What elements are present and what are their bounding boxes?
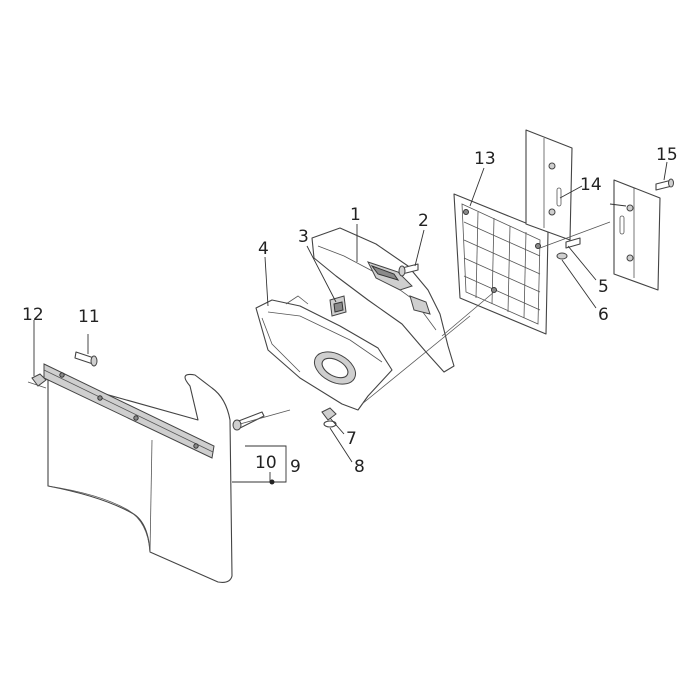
rivet-10 <box>232 411 265 431</box>
callout-9-dot <box>269 479 275 485</box>
light-housing <box>311 227 455 373</box>
callout-3: 3 <box>298 227 309 247</box>
callout-4: 4 <box>258 239 269 259</box>
callout-2: 2 <box>418 211 429 231</box>
bracket-14-upper <box>525 129 573 241</box>
callout-10: 10 <box>255 453 277 473</box>
callout-12: 12 <box>22 305 44 325</box>
washer-6 <box>556 252 568 260</box>
bracket-14-lower <box>613 179 661 291</box>
callout-7: 7 <box>346 429 357 449</box>
nut-7 <box>321 407 337 421</box>
callout-9: 9 <box>290 457 301 477</box>
assembly-lines <box>239 221 611 425</box>
callout-15: 15 <box>656 145 678 165</box>
clip-3 <box>329 295 347 317</box>
callout-6: 6 <box>598 305 609 325</box>
screw-11 <box>74 351 98 367</box>
screw-15 <box>655 178 674 191</box>
callout-5: 5 <box>598 277 609 297</box>
mudflap <box>43 363 233 583</box>
nut-12 <box>27 373 47 389</box>
callout-1: 1 <box>350 205 361 225</box>
callout-8: 8 <box>354 457 365 477</box>
screw-2 <box>398 263 419 277</box>
license-plate-holder <box>453 193 549 335</box>
callout-13: 13 <box>474 149 496 169</box>
rear-housing <box>255 295 393 411</box>
washer-8 <box>323 420 337 428</box>
screw-5 <box>565 237 581 249</box>
callout-labels: 1 2 3 4 5 6 7 8 9 10 11 12 13 14 15 <box>22 145 678 477</box>
callout-11: 11 <box>78 307 100 327</box>
callout-14: 14 <box>580 175 602 195</box>
leader-lines <box>33 161 668 483</box>
